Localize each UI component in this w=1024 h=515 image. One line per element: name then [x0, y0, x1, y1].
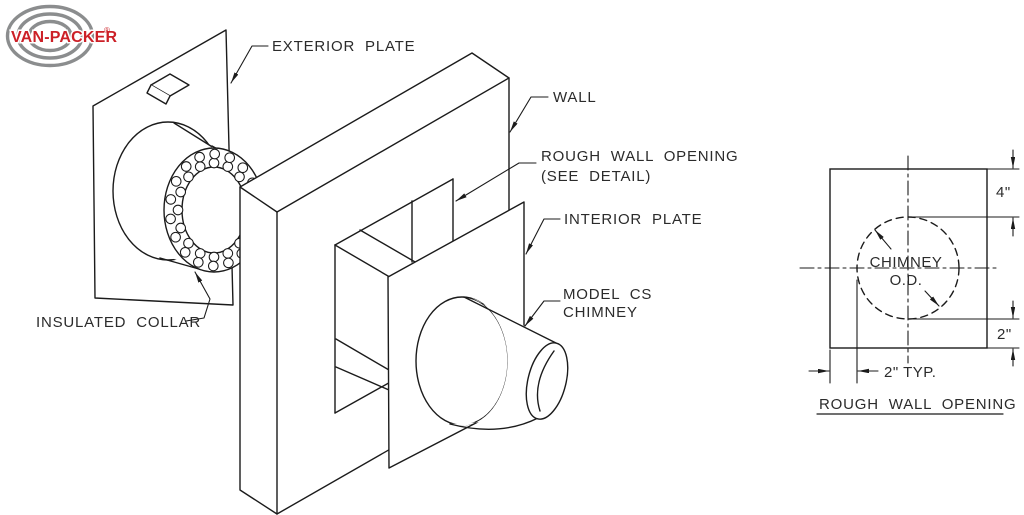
- chimney-shape: [415, 296, 569, 430]
- leader-interior-plate: [525, 218, 561, 255]
- brand-registered-mark: ®: [104, 26, 110, 35]
- label-chimney-od-2: O.D.: [890, 272, 923, 289]
- leader-rough-opening: [455, 162, 537, 202]
- detail-labels: 4" 2" 2" TYP. CHIMNEY O.D. ROUGH WALL OP…: [819, 184, 1016, 413]
- detail-title: ROUGH WALL OPENING: [819, 396, 1016, 413]
- label-exterior-plate: EXTERIOR PLATE: [272, 38, 415, 55]
- label-chimney-1: MODEL CS: [563, 286, 652, 303]
- rough-wall-opening-detail: [799, 149, 1020, 415]
- leader-insulated-collar: [185, 271, 211, 322]
- leader-lines: [185, 45, 561, 327]
- leader-chimney: [524, 300, 561, 327]
- brand-text: VAN-PACKER: [11, 29, 118, 46]
- label-insulated-collar: INSULATED COLLAR: [36, 314, 201, 331]
- dim-bottom-margin: 2": [997, 326, 1012, 343]
- label-rough-opening-1: ROUGH WALL OPENING: [541, 148, 738, 165]
- label-interior-plate: INTERIOR PLATE: [564, 211, 702, 228]
- isometric-labels: EXTERIOR PLATE WALL ROUGH WALL OPENING (…: [36, 38, 738, 331]
- chimney-od-arrow-upper: [874, 229, 892, 250]
- dim-top-margin: 4": [996, 184, 1011, 201]
- label-rough-opening-2: (SEE DETAIL): [541, 168, 651, 185]
- van-packer-logo: VAN-PACKER ®: [5, 4, 119, 68]
- label-wall: WALL: [553, 89, 597, 106]
- dimension-lines: [808, 149, 1020, 384]
- leader-wall: [509, 96, 549, 133]
- centerlines: [799, 155, 1001, 364]
- logo-rings-icon: [5, 4, 95, 68]
- chimney-od-arrow-lower: [924, 290, 940, 307]
- label-chimney-2: CHIMNEY: [563, 304, 638, 321]
- isometric-assembly-drawing: [92, 29, 569, 515]
- dim-side-margin: 2" TYP.: [884, 364, 936, 381]
- label-chimney-od-1: CHIMNEY: [870, 254, 943, 271]
- leader-exterior-plate: [230, 45, 269, 84]
